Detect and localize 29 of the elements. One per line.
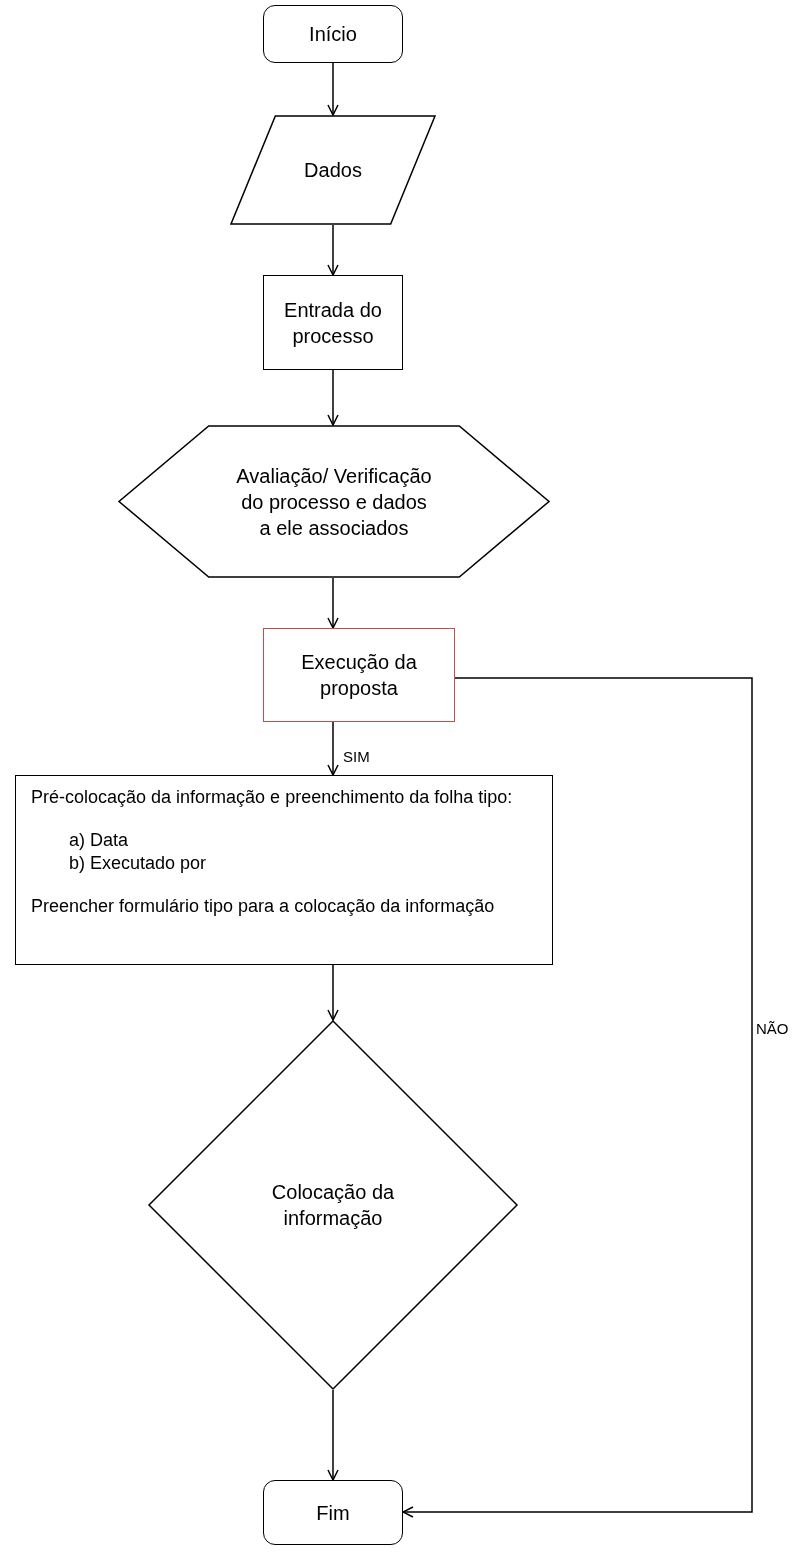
decision-diamond [148,1020,518,1390]
arrow [327,964,339,1021]
paragraph: Preencher formulário tipo para a colocação da informação [31,895,496,918]
edge-label: NÃO [756,1021,789,1036]
arrow [327,224,339,276]
node-label: Início [309,22,357,47]
data-parallelogram [230,115,436,225]
preparation-hexagon [118,425,550,578]
process-box [15,775,553,965]
node-label: Dados [304,158,362,183]
process-box [263,275,403,370]
process-box [263,628,455,722]
node-label: Colocação da informação [270,1180,396,1231]
list-item: a) Data [68,829,130,852]
paragraph: Pré-colocação da informação e preenchimento da folha tipo: [31,786,514,809]
node-label: Entrada do processo [283,297,383,349]
terminal-box [263,5,403,63]
arrow [327,62,339,116]
terminal-box [263,1480,403,1545]
node-label: Avaliação/ Verificação do processo e dados a ele associados [236,463,432,541]
arrow [327,369,339,426]
node-label: Fim [316,1500,350,1526]
arrow [327,577,339,629]
node-label: Execução da proposta [300,650,418,701]
arrow [327,721,339,776]
arrow [327,1389,339,1481]
arrow [402,677,753,1518]
list-item: b) Executado por [68,852,208,875]
edge-label: SIM [343,749,370,764]
